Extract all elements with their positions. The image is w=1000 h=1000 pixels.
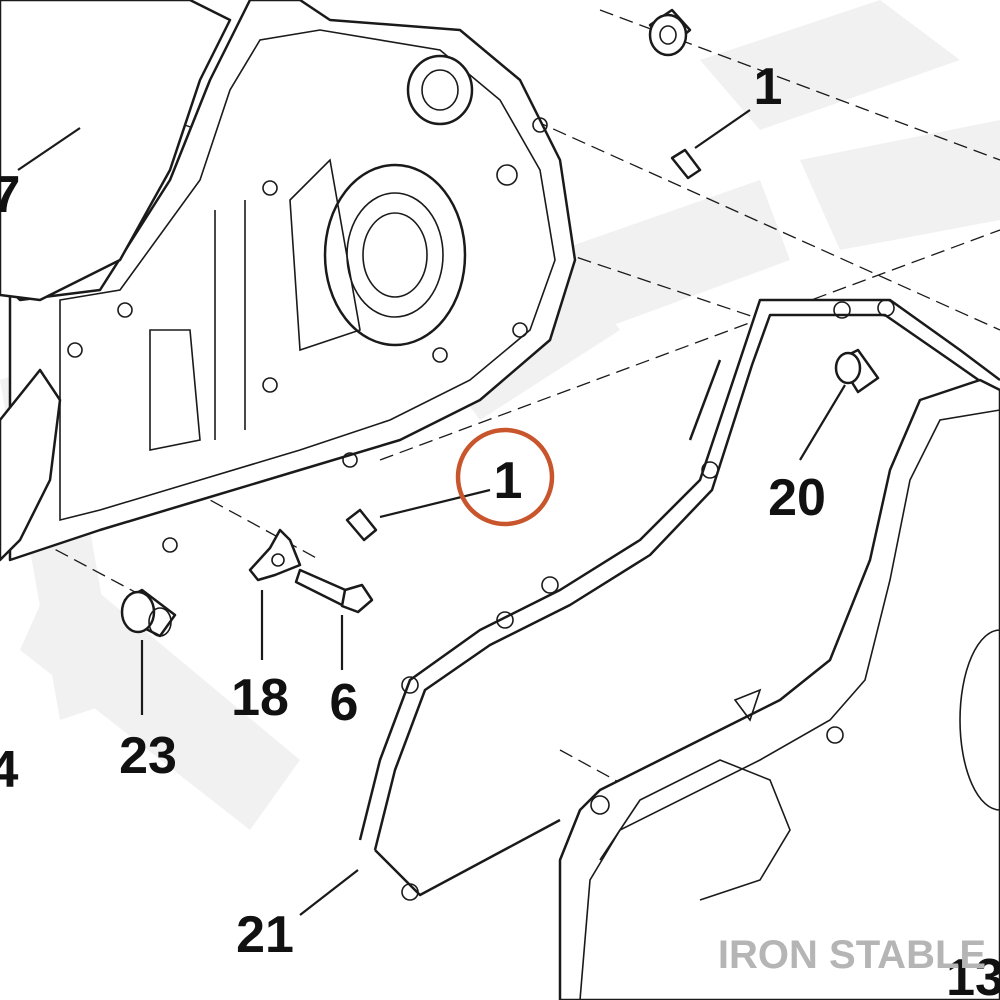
dowel-pin-top: [670, 148, 702, 180]
callout-4: 4: [0, 741, 19, 799]
dowel-pin-middle: [345, 508, 378, 542]
callout-21: 21: [236, 906, 294, 964]
leader-lines: [17, 109, 846, 916]
bushing-top: [648, 8, 692, 57]
bushing-20: [834, 348, 880, 394]
callout-13: 13: [946, 949, 1000, 1000]
highlight-ring: [455, 427, 555, 527]
left-housing-edge: [0, 0, 232, 562]
tab-washer-18: [248, 528, 302, 582]
callout-1-highlighted: 1: [494, 452, 523, 510]
callout-labels: 1 1 7 20 18 6 23 21 4 13: [0, 58, 1000, 1000]
needle-bearing-23: [120, 588, 177, 638]
outer-primary-cover: [558, 378, 1000, 1000]
callout-1-top: 1: [754, 58, 783, 116]
callout-23: 23: [119, 727, 177, 785]
watermark-logo-text: IRON STABLE: [718, 933, 986, 977]
gasket: [358, 298, 1000, 901]
callout-20: 20: [768, 469, 826, 527]
callout-7: 7: [0, 166, 20, 224]
callout-18: 18: [231, 669, 289, 727]
bolt-6: [294, 568, 374, 614]
callout-6: 6: [330, 674, 359, 732]
inner-primary-cover: [8, 0, 577, 562]
